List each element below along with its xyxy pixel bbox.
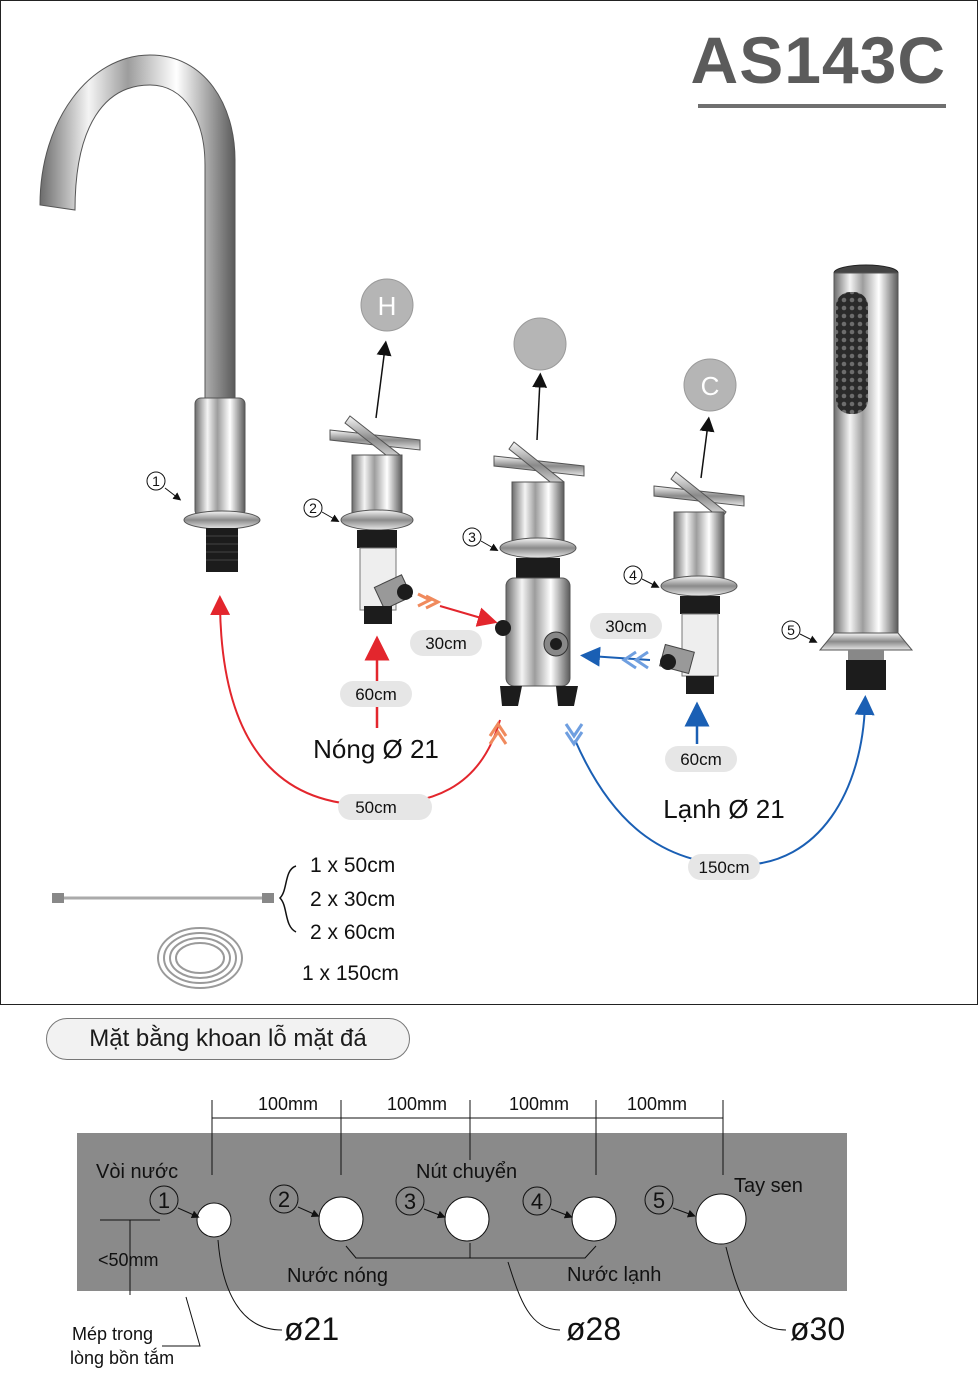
edge-note-leader <box>162 1296 201 1347</box>
svg-text:5: 5 <box>653 1188 665 1213</box>
part-3-callout: 3 <box>462 527 499 551</box>
svg-text:5: 5 <box>787 622 795 638</box>
shower-hole-label: Tay sen <box>734 1175 803 1197</box>
spout-hole-label: Vòi nước <box>96 1161 178 1183</box>
svg-text:1: 1 <box>152 473 160 489</box>
svg-text:3: 3 <box>468 529 476 545</box>
hose-list-item: 2 x 30cm <box>310 888 395 911</box>
hot-handle-arrow <box>375 340 392 419</box>
diameter-leaders <box>217 1239 787 1331</box>
diverter-hole-label: Nút chuyển <box>416 1161 517 1183</box>
hole-2-number: 2 <box>269 1184 320 1218</box>
part-5-callout: 5 <box>781 620 818 643</box>
drill-hole-2 <box>318 1196 364 1242</box>
diverter-valve <box>493 441 585 706</box>
diameter-label-21: ø21 <box>284 1311 339 1347</box>
diameter-label-28: ø28 <box>566 1311 621 1347</box>
hand-shower <box>818 264 914 690</box>
diverter-handle-arrow <box>532 372 548 441</box>
edge-note-line-2: lòng bồn tắm <box>70 1347 174 1368</box>
svg-text:1: 1 <box>158 1188 170 1213</box>
svg-text:60cm: 60cm <box>680 750 722 769</box>
svg-text:30cm: 30cm <box>425 634 467 653</box>
spacing-dimension-lines <box>211 1100 724 1175</box>
edge-distance-label: <50mm <box>98 1250 159 1270</box>
spacing-label: 100mm <box>509 1094 569 1114</box>
braided-hose-illustration <box>52 893 274 903</box>
model-code-underline <box>698 104 946 108</box>
hole-3-number: 3 <box>395 1186 446 1219</box>
cold-handle-arrow <box>699 416 715 479</box>
drill-hole-3 <box>444 1196 490 1242</box>
diameter-label-30: ø30 <box>790 1311 845 1347</box>
drill-hole-4 <box>571 1196 617 1242</box>
hot-marker-text: H <box>378 291 397 321</box>
cold-supply-label: Lạnh Ø 21 <box>663 794 784 824</box>
svg-text:4: 4 <box>629 567 637 583</box>
cold-supply-hose-label: 60cm <box>665 746 737 772</box>
hot-marker: H <box>360 278 414 332</box>
svg-text:3: 3 <box>404 1189 416 1214</box>
svg-text:30cm: 30cm <box>605 617 647 636</box>
drill-hole-5 <box>695 1193 747 1245</box>
hot-hole-label: Nước nóng <box>287 1265 388 1287</box>
hose-list-brace <box>278 865 297 933</box>
cold-valve <box>653 471 745 694</box>
edge-note-line-1: Mép trong <box>72 1324 153 1344</box>
svg-text:2: 2 <box>278 1187 290 1212</box>
spout-faucet <box>39 54 261 572</box>
svg-text:4: 4 <box>531 1189 543 1214</box>
cold-marker: C <box>683 358 737 412</box>
drill-holes <box>196 1193 747 1245</box>
shower-hose-label: 150cm <box>688 854 760 880</box>
spout-hose-label: 50cm <box>338 794 432 820</box>
hole-1-number: 1 <box>149 1185 200 1219</box>
coiled-shower-hose-illustration <box>157 927 243 989</box>
svg-text:150cm: 150cm <box>698 858 749 877</box>
part-1-callout: 1 <box>146 471 182 501</box>
hot-supply-hose-label: 60cm <box>340 681 412 707</box>
model-code: AS143C <box>690 23 946 97</box>
hot-supply-label: Nóng Ø 21 <box>313 734 439 764</box>
svg-text:2: 2 <box>309 500 317 516</box>
cold-marker-text: C <box>701 371 720 401</box>
diverter-marker <box>513 317 567 371</box>
product-diagram-frame <box>0 0 978 1005</box>
drill-hole-1 <box>196 1202 232 1238</box>
drilling-plan-title: Mặt bằng khoan lỗ mặt đá <box>46 1018 410 1060</box>
part-2-callout: 2 <box>303 498 340 522</box>
hole-4-number: 4 <box>522 1186 573 1219</box>
cold-hole-label: Nước lạnh <box>567 1264 661 1286</box>
hose-list-item: 2 x 60cm <box>310 921 395 944</box>
spacing-label: 100mm <box>627 1094 687 1114</box>
cold-valve-hose-label: 30cm <box>590 613 662 639</box>
part-4-callout: 4 <box>623 565 660 588</box>
hot-valve-hose-label: 30cm <box>410 630 482 656</box>
hose-list-item: 1 x 50cm <box>310 854 395 877</box>
edge-distance-dimension <box>100 1219 160 1295</box>
svg-text:50cm: 50cm <box>355 798 397 817</box>
hot-valve <box>329 415 421 624</box>
hole-5-number: 5 <box>644 1185 696 1218</box>
spacing-label: 100mm <box>387 1094 447 1114</box>
hose-list-item: 1 x 150cm <box>302 962 399 985</box>
hot-cold-link <box>345 1243 597 1259</box>
svg-text:60cm: 60cm <box>355 685 397 704</box>
spacing-label: 100mm <box>258 1094 318 1114</box>
